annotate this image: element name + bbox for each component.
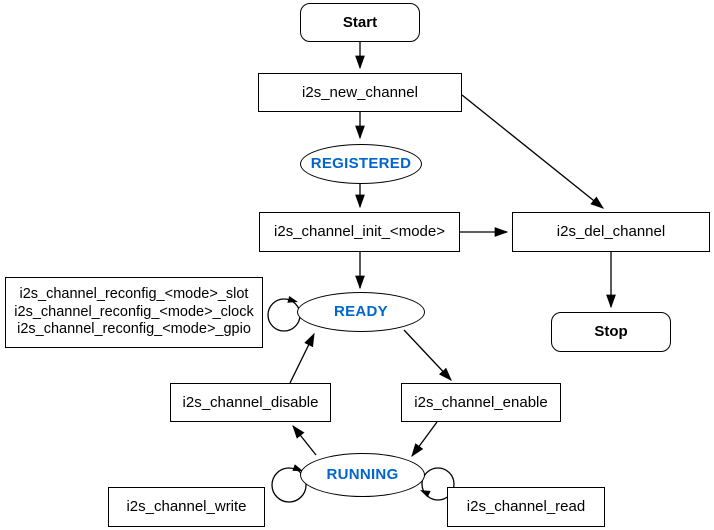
edge-disable-to-ready bbox=[289, 332, 315, 384]
channel-write-label: i2s_channel_write bbox=[126, 498, 247, 516]
channel-read-node: i2s_channel_read bbox=[447, 487, 605, 527]
registered-state-label: REGISTERED bbox=[310, 155, 412, 173]
edge-ready-to-enable bbox=[403, 329, 452, 381]
registered-state-node: REGISTERED bbox=[300, 144, 422, 184]
reconfig-clock-label: i2s_channel_reconfig_<mode>_clock bbox=[14, 303, 254, 320]
ready-state-node: READY bbox=[297, 292, 425, 332]
running-state-node: RUNNING bbox=[300, 453, 425, 497]
ready-state-label: READY bbox=[333, 303, 388, 321]
stop-node: Stop bbox=[551, 312, 671, 352]
running-self-loop-right bbox=[421, 467, 455, 501]
channel-read-label: i2s_channel_read bbox=[466, 498, 586, 516]
channel-disable-label: i2s_channel_disable bbox=[182, 393, 319, 411]
reconfig-slot-label: i2s_channel_reconfig_<mode>_slot bbox=[19, 285, 249, 302]
running-state-label: RUNNING bbox=[326, 466, 399, 484]
running-self-loop-right-arrowhead bbox=[420, 490, 431, 498]
new-channel-label: i2s_new_channel bbox=[302, 83, 418, 101]
ready-self-loop-arrowhead bbox=[287, 296, 298, 303]
running-self-loop-left-arrowhead bbox=[292, 464, 303, 471]
stop-label: Stop bbox=[594, 323, 628, 341]
channel-write-node: i2s_channel_write bbox=[108, 487, 265, 527]
del-channel-label: i2s_del_channel bbox=[556, 223, 666, 241]
start-label: Start bbox=[342, 13, 378, 31]
reconfig-gpio-label: i2s_channel_reconfig_<mode>_gpio bbox=[17, 321, 251, 338]
channel-disable-node: i2s_channel_disable bbox=[170, 383, 331, 422]
new-channel-node: i2s_new_channel bbox=[258, 73, 462, 112]
reconfig-functions-node: i2s_channel_reconfig_<mode>_slot i2s_cha… bbox=[5, 277, 263, 348]
channel-init-node: i2s_channel_init_<mode> bbox=[259, 212, 460, 252]
edge-running-to-disable bbox=[292, 424, 317, 456]
channel-init-label: i2s_channel_init_<mode> bbox=[274, 223, 445, 241]
channel-enable-node: i2s_channel_enable bbox=[401, 383, 561, 422]
ready-self-loop bbox=[267, 298, 301, 332]
start-node: Start bbox=[300, 3, 420, 42]
channel-enable-label: i2s_channel_enable bbox=[414, 393, 548, 411]
del-channel-node: i2s_del_channel bbox=[512, 212, 710, 252]
edge-enable-to-running bbox=[411, 421, 438, 458]
edge-new-channel-to-del-channel bbox=[461, 94, 605, 209]
